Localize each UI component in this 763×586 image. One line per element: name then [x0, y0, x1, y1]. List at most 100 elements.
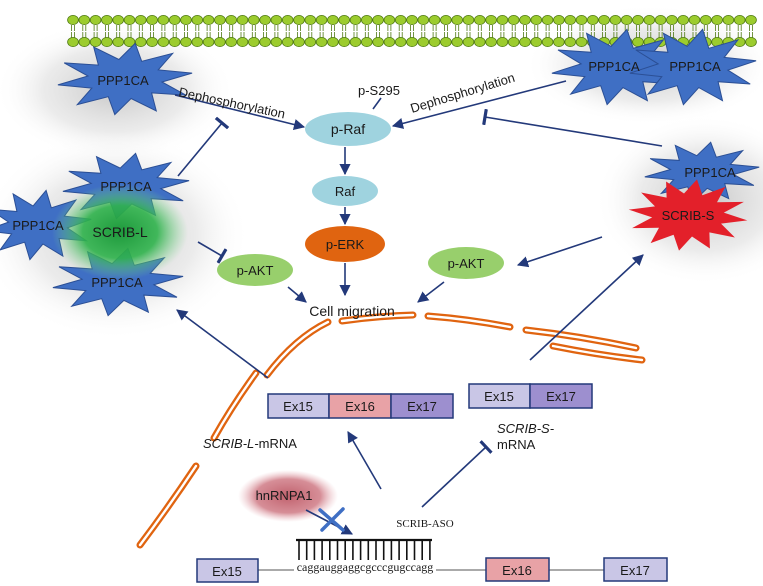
raf-label: Raf	[335, 184, 356, 199]
p-akt-left-label: p-AKT	[237, 263, 274, 278]
membrane-lipid-head	[349, 37, 362, 48]
membrane-lipid-head	[225, 37, 238, 48]
membrane-lipid-head	[485, 37, 497, 48]
gene-ex17-box	[603, 557, 668, 582]
membrane-lipid-head	[89, 37, 102, 48]
membrane-lipid-head	[180, 14, 192, 25]
nucleus-envelope-core	[212, 371, 258, 440]
membrane-lipid-head	[575, 37, 588, 48]
membrane-lipid-head	[180, 37, 192, 48]
membrane-lipid-head	[745, 14, 757, 25]
membrane-lipid-head	[293, 14, 305, 25]
membrane-lipid-head	[248, 14, 260, 25]
membrane-lipid-head	[451, 37, 464, 48]
nucleus-envelope-core	[524, 328, 638, 350]
membrane-lipid-head	[304, 37, 317, 48]
membrane-lipid-head	[643, 14, 656, 25]
scrib-s-ex15-box	[468, 383, 531, 409]
scrib-s-ex15-label: Ex15	[484, 389, 514, 404]
l-mrna-to-scrib-l-arrow	[176, 309, 269, 379]
membrane-lipid-head	[564, 37, 576, 48]
membrane-lipid-head	[78, 37, 91, 48]
membrane-lipid-head	[688, 14, 701, 25]
ppp1ca-label-top-right-a: PPP1CA	[588, 59, 640, 74]
membrane-lipid-head	[112, 14, 124, 25]
ppp1ca-label-top-left: PPP1CA	[97, 73, 149, 88]
membrane-lipid-head	[259, 14, 271, 25]
membrane-lipid-head	[677, 14, 689, 25]
membrane-lipid-head	[78, 14, 91, 25]
membrane-lipid-head	[327, 37, 339, 48]
p-akt-right-label: p-AKT	[448, 256, 485, 271]
membrane-lipid-head	[259, 37, 271, 48]
membrane-lipid-head	[236, 14, 249, 25]
membrane-lipid-head	[360, 14, 373, 25]
scrib-s-mrna-label-line1: SCRIB-S-	[497, 421, 555, 436]
scrib-aso-oligo	[296, 538, 432, 560]
membrane-lipid-head	[541, 14, 554, 25]
membrane-lipid-head	[225, 14, 238, 25]
membrane-lipid-head	[440, 14, 452, 25]
cell-migration-label: Cell migration	[309, 303, 395, 319]
inhibit-left-dephos	[177, 116, 230, 177]
nucleus-envelope-core	[551, 344, 644, 362]
membrane-lipid-head	[428, 14, 441, 25]
scrib-l-ex17-label: Ex17	[407, 399, 437, 414]
nucleus-envelope-core	[340, 313, 415, 323]
membrane-lipid-head	[372, 37, 384, 48]
membrane-lipid-head	[428, 37, 441, 48]
dephos-arrow-left	[174, 94, 306, 131]
membrane-lipid-head	[462, 14, 475, 25]
p-erk-node	[305, 226, 385, 262]
membrane-lipid-head	[101, 14, 113, 25]
p-akt-right-to-migration-arrow	[417, 281, 445, 303]
nucleus-envelope-core	[138, 464, 198, 547]
membrane-lipid-head	[248, 37, 260, 48]
membrane-lipid-head	[440, 37, 452, 48]
ppp1ca-label-top-right-b: PPP1CA	[669, 59, 721, 74]
scrib-l-mrna-suffix: mRNA	[259, 436, 298, 451]
ppp1ca-label-left-top: PPP1CA	[100, 179, 152, 194]
membrane-lipid-head	[191, 14, 204, 25]
membrane-lipid-head	[417, 37, 430, 48]
membrane-lipid-head	[632, 14, 644, 25]
ppp1ca-star-top-right-b	[629, 28, 757, 106]
scrib-l-ex17-box	[390, 393, 454, 419]
membrane-lipid-head	[360, 37, 373, 48]
membrane-lipid-head	[530, 37, 543, 48]
nucleus-envelope-segment	[263, 318, 332, 379]
scrib-l-mrna-italic: SCRIB-L-	[203, 436, 259, 451]
scrib-l-ex15-label: Ex15	[283, 399, 313, 414]
hnrnpa1-label: hnRNPA1	[256, 488, 313, 503]
membrane-lipid-head	[135, 37, 147, 48]
membrane-lipid-head	[564, 14, 576, 25]
membrane-lipid-head	[202, 14, 215, 25]
scrib-l-ex16-box	[328, 393, 392, 419]
scrib-s-label: SCRIB-S	[662, 208, 715, 223]
membrane-lipid-head	[394, 14, 407, 25]
membrane-lipid-head	[270, 37, 283, 48]
membrane-lipid-head	[101, 37, 113, 48]
ppp1ca-label-right: PPP1CA	[684, 165, 736, 180]
block-x-icon	[318, 507, 345, 532]
membrane-lipid-head	[270, 14, 283, 25]
gene-ex17-label: Ex17	[620, 563, 650, 578]
scrib-l-label: SCRIB-L	[92, 224, 147, 240]
aso-inhibit-s-mrna	[421, 440, 493, 508]
scrib-s-to-p-akt-arrow	[516, 236, 603, 268]
membrane-lipid-head	[157, 14, 170, 25]
membrane-lipid-head	[406, 37, 418, 48]
p-s295-pointer	[372, 97, 382, 110]
membrane-lipid-head	[620, 14, 633, 25]
membrane-lipid-head	[67, 37, 79, 48]
membrane-lipid-head	[519, 14, 531, 25]
membrane-lipid-head	[281, 14, 294, 25]
membrane-lipid-head	[168, 14, 181, 25]
membrane-lipid-head	[67, 14, 79, 25]
membrane-lipid-head	[338, 14, 351, 25]
nucleus-envelope	[136, 311, 646, 549]
membrane-lipid-head	[112, 37, 124, 48]
ppp1ca-label-left-side: PPP1CA	[12, 218, 64, 233]
ppp1ca-star-top-left	[57, 42, 193, 116]
